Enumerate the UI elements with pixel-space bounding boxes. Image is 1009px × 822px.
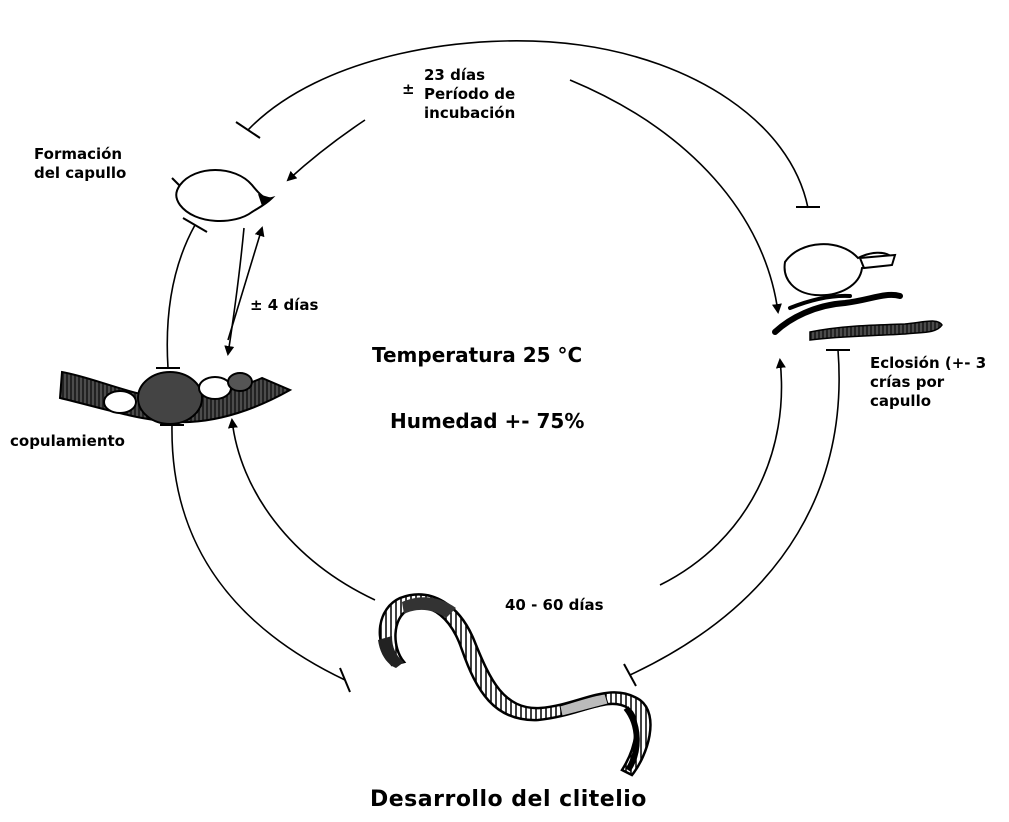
maturation-interval-text: 40 - 60 días <box>505 596 604 614</box>
label-mating: copulamiento <box>10 432 125 451</box>
label-clitellum: Desarrollo del clitelio <box>370 786 647 814</box>
outer-arc-top <box>236 41 820 208</box>
cocoon-icon <box>172 170 272 221</box>
outer-arc-left-upper <box>156 218 207 368</box>
outer-arc-right <box>624 350 850 686</box>
label-hatching-line3: capullo <box>870 392 986 411</box>
arrow-incubation-to-cocoon <box>288 120 365 180</box>
label-incubation: ± 23 días Período de incubación <box>400 66 515 122</box>
label-cocoon-formation-line1: Formación <box>34 145 126 164</box>
label-cocoon-formation: Formación del capullo <box>34 145 126 183</box>
outer-arc-left-lower <box>160 425 350 692</box>
clitellum-text: Desarrollo del clitelio <box>370 787 647 812</box>
arrow-cocoon-to-mating <box>228 228 244 354</box>
mating-worms-icon <box>60 372 290 424</box>
adult-worm-icon <box>378 594 650 775</box>
arrow-clitellum-to-hatching <box>660 360 782 585</box>
mating-interval-text: ± 4 días <box>250 296 318 314</box>
humidity-text: Humedad +- 75% <box>390 409 584 433</box>
label-maturation-interval: 40 - 60 días <box>505 596 604 615</box>
label-temperature: Temperatura 25 °C <box>372 343 582 368</box>
arrow-incubation-to-hatching <box>570 80 778 312</box>
mating-text: copulamiento <box>10 432 125 450</box>
plus-minus-symbol: ± <box>402 80 415 99</box>
label-cocoon-formation-line2: del capullo <box>34 164 126 183</box>
label-incubation-word: incubación <box>424 104 515 123</box>
label-hatching-line2: crías por <box>870 373 986 392</box>
label-incubation-period: Período de <box>424 85 515 104</box>
temperature-text: Temperatura 25 °C <box>372 343 582 367</box>
label-hatching: Eclosión (+- 3 crías por capullo <box>870 354 986 410</box>
label-humidity: Humedad +- 75% <box>390 409 584 434</box>
arrow-clitellum-to-mating <box>232 420 375 600</box>
label-mating-interval: ± 4 días <box>250 296 318 315</box>
label-hatching-line1: Eclosión (+- 3 <box>870 354 986 373</box>
hatching-icon <box>775 244 942 340</box>
label-incubation-days: 23 días <box>424 66 515 85</box>
